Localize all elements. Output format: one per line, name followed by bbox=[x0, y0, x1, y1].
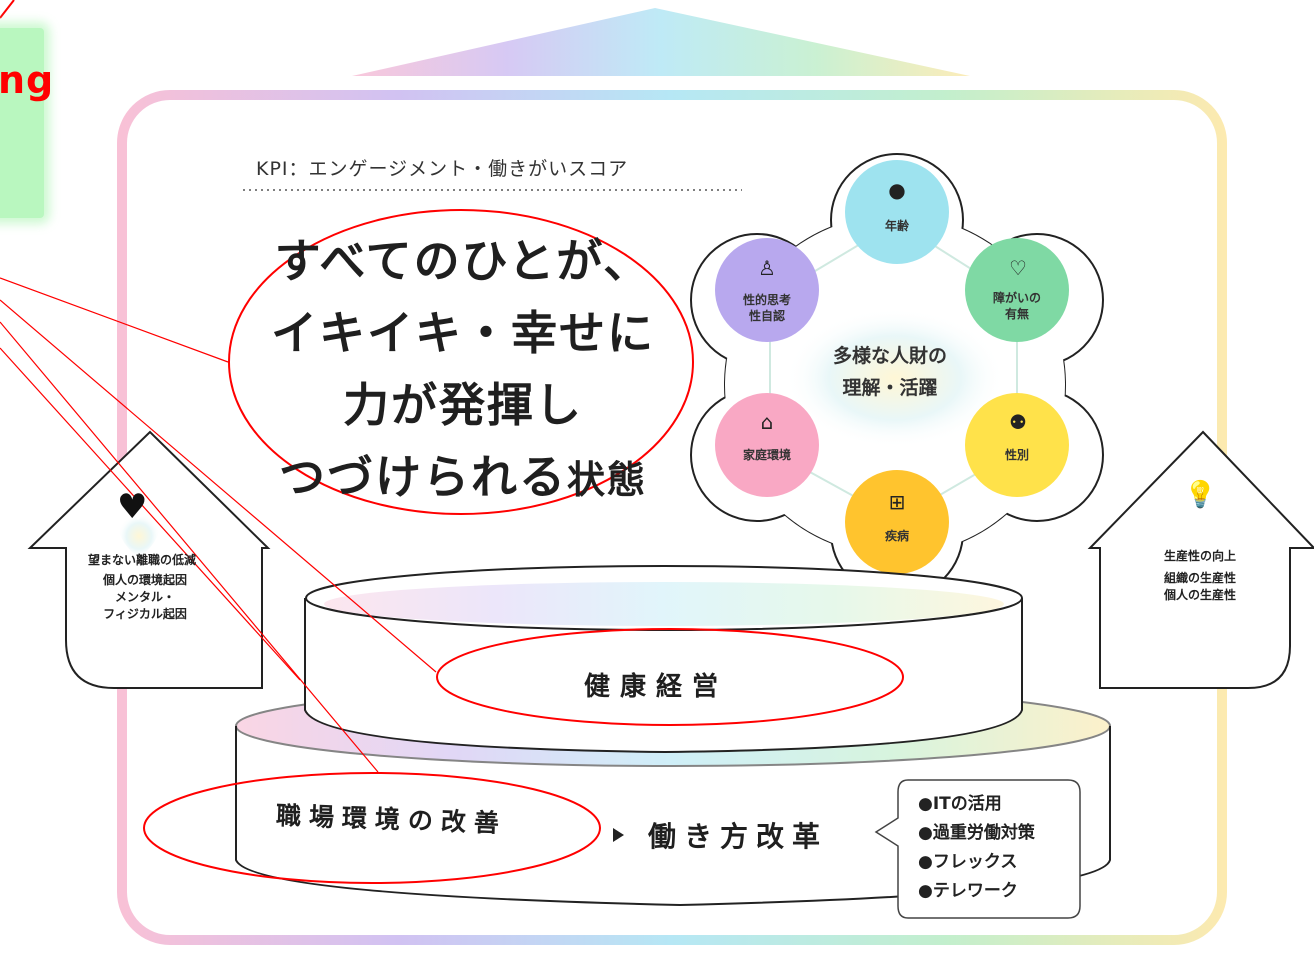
petal-label-gender: 性別 bbox=[1004, 448, 1029, 462]
house-icon: ⌂ bbox=[760, 410, 774, 434]
lightbulb-icon: 💡 bbox=[1184, 480, 1217, 510]
upper-cylinder bbox=[304, 565, 1023, 754]
annotation-line-2 bbox=[0, 299, 437, 673]
triangle-pointer bbox=[613, 828, 624, 842]
annotation-corner-mark bbox=[0, 0, 15, 19]
bubble-list: ●ITの活用 ●過重労働対策 ●フレックス ●テレワーク bbox=[918, 790, 1035, 906]
right-up-arrow bbox=[1087, 430, 1314, 689]
annotation-line-4 bbox=[0, 347, 301, 681]
kpi-label: KPI：エンゲージメント・働きがいスコア bbox=[256, 158, 629, 180]
heart-hands-icon: ♡ bbox=[1009, 256, 1027, 280]
petal-age bbox=[845, 160, 949, 264]
bubble-item-overwork: ●過重労働対策 bbox=[918, 823, 1035, 843]
people-icon: ⚉ bbox=[1009, 410, 1027, 434]
left-arrow-details: 個人の環境起因 メンタル・ フィジカル起因 bbox=[102, 573, 187, 621]
bubble-item-it: ●ITの活用 bbox=[918, 794, 1002, 814]
left-arrow-title: 望まない離職の低減 bbox=[87, 553, 196, 567]
bubble-item-telework: ●テレワーク bbox=[918, 881, 1018, 901]
roof-triangle bbox=[352, 8, 970, 76]
petal-disability bbox=[965, 238, 1069, 342]
medical-cross-icon: ⊞ bbox=[888, 490, 906, 514]
speech-bubble bbox=[874, 779, 1081, 919]
annotation-ellipse-shokuba bbox=[143, 772, 601, 884]
diversity-center-label: 多様な人財の 理解・活躍 bbox=[832, 345, 947, 399]
headline-line-4-suffix: 状態 bbox=[566, 458, 647, 502]
right-arrow-title: 生産性の向上 bbox=[1163, 549, 1236, 563]
petal-label-family: 家庭環境 bbox=[742, 448, 791, 462]
headline-line-2: イキイキ・幸せに bbox=[271, 306, 655, 360]
annotation-line-3 bbox=[0, 321, 379, 773]
petal-label-age: 年齢 bbox=[884, 219, 909, 233]
face-icon: ● bbox=[888, 178, 906, 202]
petal-label-disability: 障がいの 有無 bbox=[992, 291, 1041, 321]
annotation-ellipse-headline bbox=[228, 209, 694, 515]
petal-label-orientation: 性的思考 性自認 bbox=[742, 293, 791, 323]
headline: すべてのひとが、 イキイキ・幸せに 力が発揮し つづけられる状態 bbox=[248, 225, 678, 516]
petal-orientation bbox=[715, 238, 819, 342]
petal-label-illness: 疾病 bbox=[884, 529, 909, 543]
upper-cylinder-label: 健康経営 bbox=[584, 672, 729, 702]
petal-gender bbox=[965, 393, 1069, 497]
lower-cylinder-right-label: 働き方改革 bbox=[648, 820, 829, 853]
annotation-note-box bbox=[0, 28, 44, 218]
bubble-item-flex: ●フレックス bbox=[918, 852, 1018, 872]
annotation-ellipse-kenko bbox=[436, 628, 904, 726]
headline-line-4: つづけられる状態 bbox=[248, 441, 678, 516]
headline-line-3: 力が発揮し bbox=[343, 378, 583, 432]
headline-line-4-main: つづけられる bbox=[278, 450, 567, 504]
left-up-arrow bbox=[27, 430, 271, 689]
diversity-flower bbox=[690, 153, 1104, 599]
heart-icon: ♥ bbox=[117, 487, 148, 527]
petal-illness bbox=[845, 470, 949, 574]
person-icon: ♙ bbox=[758, 256, 776, 280]
headline-line-1: すべてのひとが、 bbox=[274, 234, 652, 288]
annotation-line-1 bbox=[0, 277, 229, 363]
annotation-note-text: ng bbox=[0, 58, 55, 102]
petal-family bbox=[715, 393, 819, 497]
right-arrow-details: 組織の生産性 個人の生産性 bbox=[1163, 571, 1236, 602]
